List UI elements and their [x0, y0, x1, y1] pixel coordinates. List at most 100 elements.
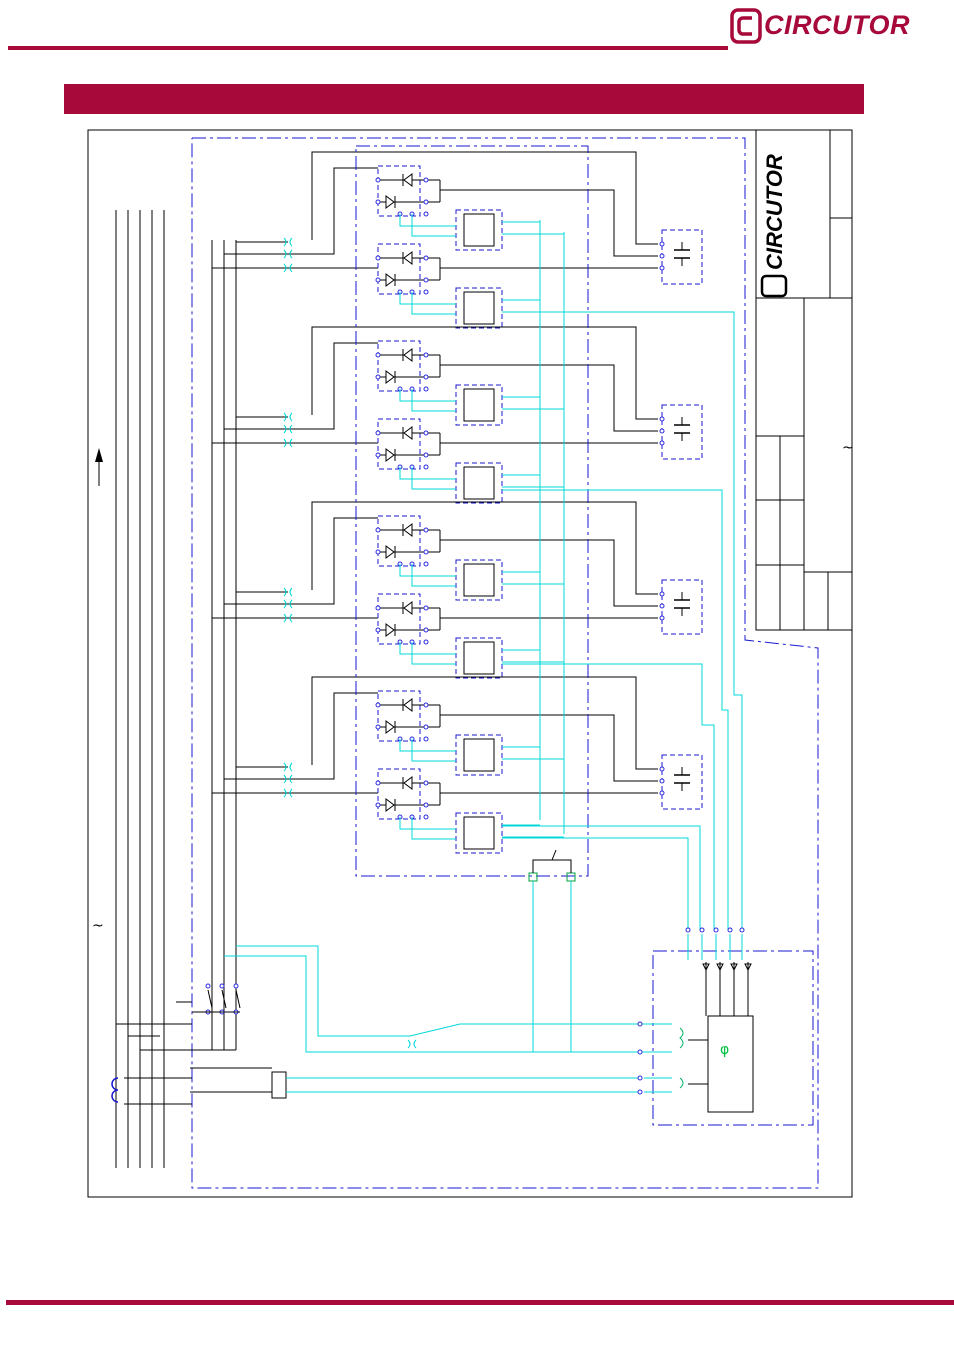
- switch-top-terminal: [233, 983, 239, 989]
- diode-icon: [403, 776, 413, 790]
- fuse-icon: [283, 762, 293, 772]
- thyristor-module: [377, 340, 421, 392]
- aux-supply: [236, 945, 652, 1037]
- thyristor-module: [377, 515, 421, 567]
- stage-feed: [224, 167, 378, 255]
- terminal: [423, 702, 429, 708]
- control-section: [111, 145, 814, 1126]
- stage-feed: [311, 326, 658, 420]
- capacitor-terminal: [659, 591, 665, 597]
- control-wire: [411, 292, 456, 315]
- stage-feed: [224, 342, 378, 430]
- capacitor-terminal: [659, 416, 665, 422]
- fuse-icon: [283, 599, 293, 609]
- terminal: [423, 724, 429, 730]
- terminal: [423, 802, 429, 808]
- control-wire: [399, 214, 456, 227]
- signal-route: [502, 663, 715, 930]
- fuse-icon: [283, 263, 293, 273]
- driver-module: [463, 738, 495, 772]
- terminal: [423, 780, 429, 786]
- stage-feed: [311, 676, 658, 770]
- terminal: [423, 814, 429, 820]
- power-factor-controller: [707, 1015, 754, 1113]
- control-wire: [411, 214, 456, 237]
- capacitor-stage-2: [212, 326, 703, 504]
- terminal: [423, 211, 429, 217]
- diode-icon: [403, 601, 413, 615]
- terminal: [375, 780, 381, 786]
- terminal: [375, 605, 381, 611]
- terminal: [423, 374, 429, 380]
- capacitor-stage-1: [212, 151, 703, 329]
- terminal: [375, 199, 381, 205]
- diode-icon: [385, 273, 395, 287]
- control-wire: [411, 467, 456, 490]
- terminal: [375, 702, 381, 708]
- terminal: [423, 199, 429, 205]
- terminal: [375, 255, 381, 261]
- terminal: [375, 549, 381, 555]
- terminal: [375, 527, 381, 533]
- diode-icon: [385, 798, 395, 812]
- driver-enclosure: [455, 637, 503, 679]
- input-terminal: [637, 1075, 643, 1081]
- diode-icon: [385, 545, 395, 559]
- transformer-icon: [679, 1027, 684, 1049]
- thyristor-module: [377, 418, 421, 470]
- brand-name: CIRCUTOR: [764, 10, 911, 40]
- fuse-icon: [283, 424, 293, 434]
- diode-icon: [403, 173, 413, 187]
- control-wire: [411, 564, 456, 587]
- terminal: [423, 177, 429, 183]
- terminal: [423, 289, 429, 295]
- terminal: [423, 605, 429, 611]
- terminal: [423, 277, 429, 283]
- capacitor-terminal: [659, 790, 665, 796]
- thyristor-module: [377, 768, 421, 820]
- signal-route: [502, 837, 689, 930]
- title-block: CIRCUTOR ~: [755, 129, 854, 631]
- contactor-terminal-icon: [528, 872, 538, 882]
- fuse-icon: [407, 1039, 417, 1049]
- header-rule: [8, 46, 728, 50]
- switch-blade: [221, 989, 227, 1009]
- stage-feed: [311, 151, 658, 245]
- relay-contact-icon: [716, 963, 724, 972]
- stage-feed: [224, 692, 378, 780]
- driver-module: [463, 291, 495, 325]
- stage-feed: [224, 517, 378, 605]
- section-banner: [64, 84, 864, 114]
- stage-feed: [440, 539, 658, 607]
- control-wire: [399, 739, 456, 752]
- diode-icon: [385, 448, 395, 462]
- titleblock-symbol: ~: [842, 440, 854, 456]
- contactor-coil: [532, 859, 572, 873]
- circutor-logo-icon: [730, 8, 762, 44]
- ct-coil-icon: [111, 1077, 119, 1103]
- driver-enclosure: [455, 559, 503, 601]
- stage-feed: [440, 189, 658, 257]
- terminal: [423, 430, 429, 436]
- output-terminal: [727, 927, 733, 933]
- terminal: [375, 177, 381, 183]
- output-terminal: [713, 927, 719, 933]
- terminal: [375, 430, 381, 436]
- control-wire: [411, 642, 456, 665]
- thyristor-module: [377, 690, 421, 742]
- control-wire: [532, 881, 652, 1053]
- relay-contact-icon: [744, 963, 752, 972]
- capacitor-terminal: [659, 265, 665, 271]
- diode-icon: [403, 523, 413, 537]
- fuse-icon: [283, 587, 293, 597]
- driver-module: [463, 213, 495, 247]
- capacitor-terminal: [659, 615, 665, 621]
- input-terminal: [637, 1021, 643, 1027]
- terminal: [423, 549, 429, 555]
- terminal: [423, 255, 429, 261]
- fuse-icon: [283, 613, 293, 623]
- signal-route: [502, 489, 729, 930]
- capacitor-enclosure: [661, 579, 703, 635]
- thyristor-enclosure: [355, 145, 589, 877]
- capacitor-terminal: [659, 241, 665, 247]
